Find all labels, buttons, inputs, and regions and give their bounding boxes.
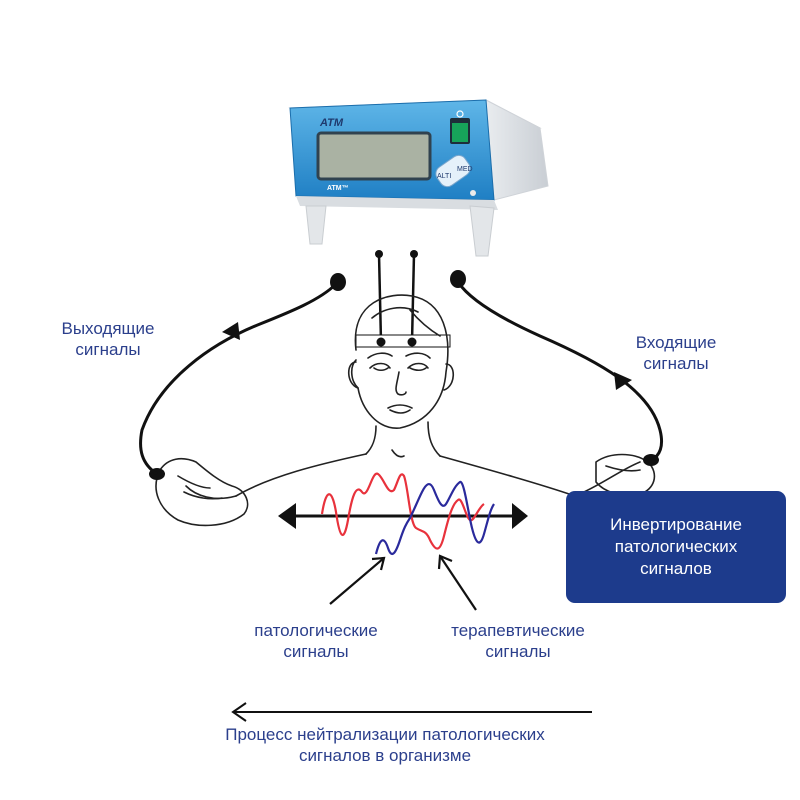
device-lcd-display	[316, 131, 432, 181]
device-leg-right	[469, 205, 495, 257]
cable-connector-right	[450, 270, 466, 288]
badge-alti-text: ALTI	[437, 173, 451, 180]
neutralization-process-label: Процесс нейтрализации патологических сиг…	[225, 725, 545, 765]
ear-right	[443, 363, 455, 391]
head-outline	[350, 294, 449, 429]
outgoing-signals-label: Выходящие сигналы	[61, 319, 155, 359]
outgoing-signal-cable	[139, 282, 338, 476]
forehead-electrode-band	[355, 334, 451, 348]
incoming-signal-cable	[456, 281, 664, 462]
hair-lines	[371, 306, 441, 337]
atm-device: ATM ATM™ ALTI MED	[288, 99, 549, 257]
device-indicator-light	[470, 190, 476, 196]
brow-left	[367, 352, 393, 359]
eye-left	[369, 362, 391, 372]
pathological-signal-wave	[320, 472, 485, 550]
ear-left	[347, 361, 359, 389]
wire-top-dot-right	[410, 250, 418, 258]
electrode-dot-left	[376, 337, 386, 347]
shoulder-left	[235, 453, 367, 497]
therapeutic-pointer-arrow	[437, 554, 477, 611]
axis-arrow-left	[278, 503, 296, 529]
incoming-direction-arrow	[614, 372, 632, 390]
shoulder-right	[439, 455, 576, 497]
mouth	[387, 404, 413, 414]
pathological-signals-label: патологические сигналы	[254, 621, 378, 661]
device-leg-left	[305, 205, 327, 245]
therapeutic-signal-wave	[374, 480, 495, 556]
hand-left	[155, 457, 249, 527]
axis-arrow-right	[512, 503, 528, 529]
device-bottom-edge	[296, 196, 498, 210]
power-button-face	[452, 123, 468, 142]
inversion-callout-box: Инвертирование патологических сигналов	[566, 491, 786, 603]
neck	[365, 421, 441, 457]
incoming-signals-label: Входящие сигналы	[635, 333, 717, 373]
process-direction-arrow	[231, 702, 592, 722]
chest-lines	[391, 449, 405, 458]
badge-med-text: MED	[457, 166, 473, 173]
arm-left	[185, 485, 237, 500]
device-brand-logo: ATM	[319, 117, 344, 129]
pathological-pointer-arrow	[329, 556, 386, 605]
outgoing-direction-arrow	[222, 322, 240, 340]
power-icon	[456, 110, 464, 118]
wire-top-dot-left	[375, 250, 383, 258]
device-model-label: ATM™	[327, 185, 349, 192]
altimed-badge: ALTI MED	[435, 154, 473, 188]
human-figure	[155, 294, 656, 527]
electrode-dot-right	[407, 337, 417, 347]
device-case-side	[485, 99, 549, 201]
eye-right	[407, 362, 429, 372]
head-electrode-wires	[377, 253, 416, 343]
nose	[395, 371, 407, 396]
cable-connector-left	[330, 273, 346, 291]
brow-right	[405, 352, 431, 359]
therapeutic-signals-label: терапевтические сигналы	[451, 621, 585, 661]
